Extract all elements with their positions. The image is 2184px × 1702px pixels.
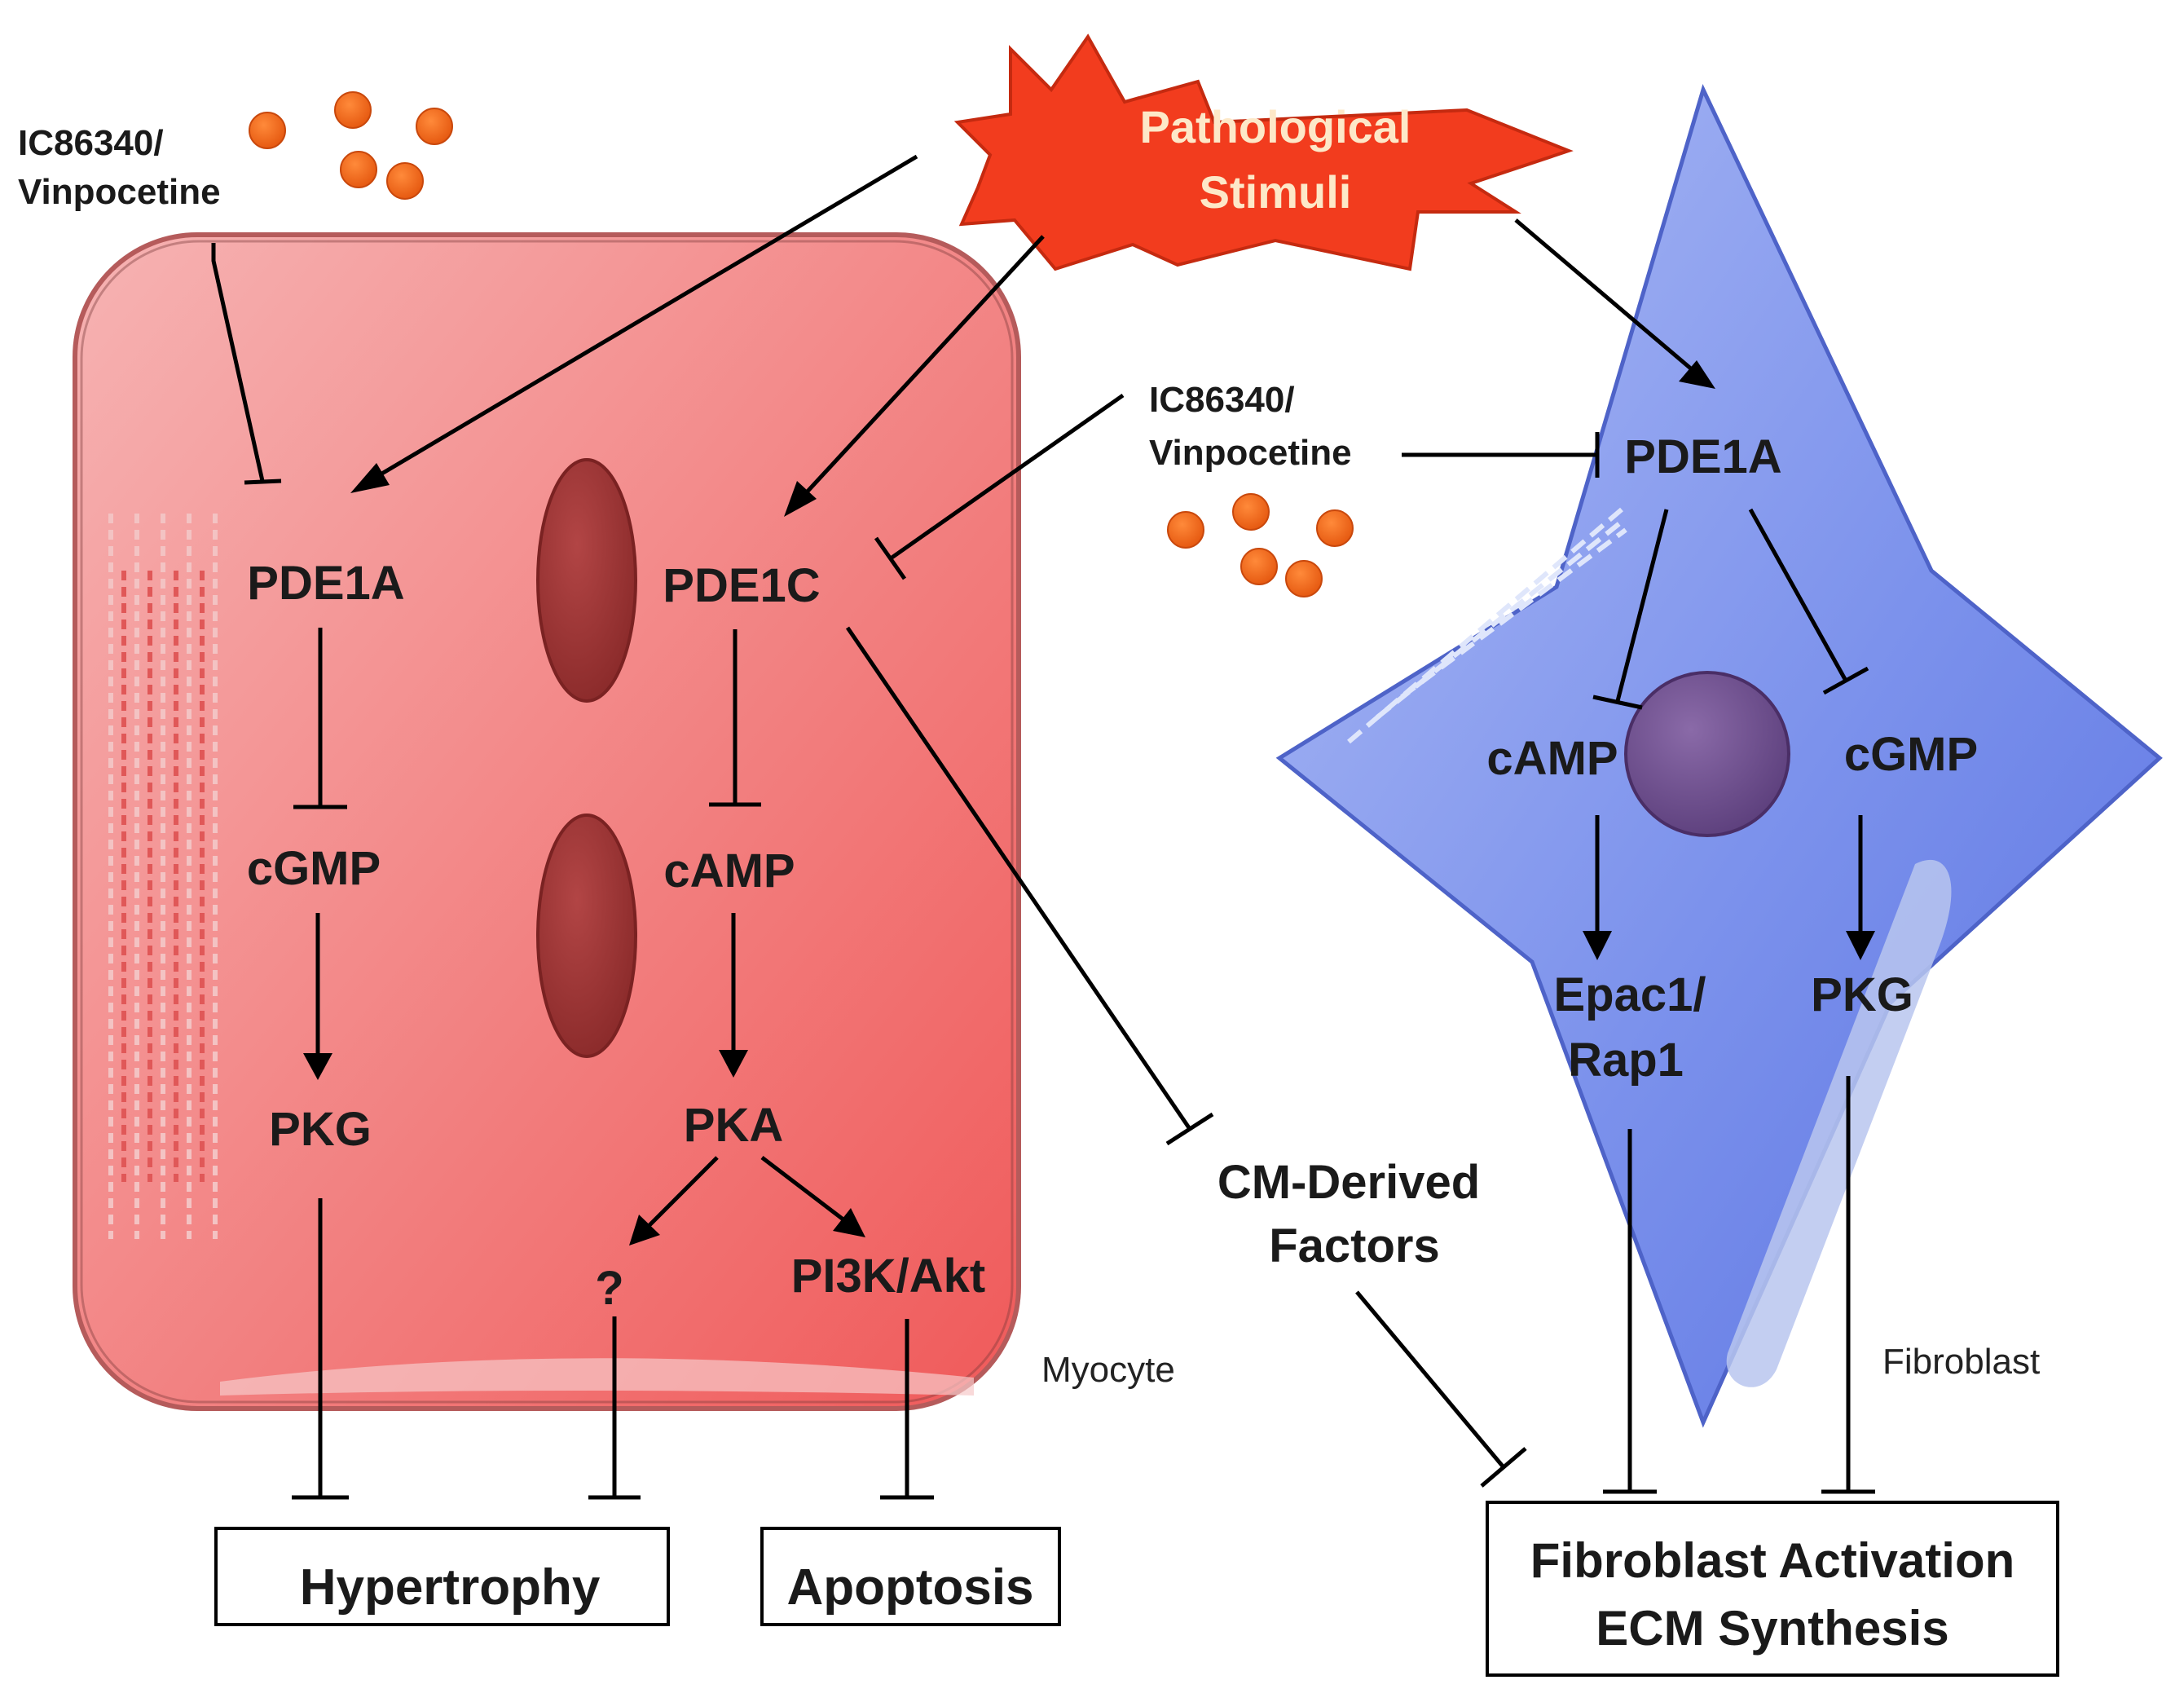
inhibit-fibro-pde1a-to-cgmp — [1748, 508, 1869, 695]
fibroblast-epac-line1: Epac1/ — [1554, 968, 1706, 1021]
drug-dot-icon — [249, 112, 286, 149]
connectors — [211, 154, 1875, 1500]
inhibit-epac-to-fibroblast-activation — [1603, 1129, 1657, 1494]
cm-factors-line2: Factors — [1269, 1219, 1440, 1272]
inhibit-pde1c-to-cm-factors — [845, 626, 1214, 1146]
drug-dot-icon — [334, 91, 372, 129]
drug-dot-icon — [1232, 493, 1270, 531]
arrow-fibro-cgmp-to-pkg — [1846, 815, 1875, 960]
arrow-stimuli-to-pde1c — [784, 235, 1045, 517]
inhibit-pde1a-to-cgmp — [293, 628, 347, 809]
fibroblast-activation-label: Fibroblast Activation — [1530, 1533, 2015, 1588]
sarcomere-stripes — [108, 514, 218, 1239]
inhibit-unknown-to-hypertrophy — [588, 1316, 641, 1500]
inhibit-cm-factors-to-fibroblast-activation — [1355, 1290, 1527, 1488]
drug-dot-icon — [1316, 509, 1354, 547]
inhibit-fibro-pkg-to-fibroblast-activation — [1821, 1076, 1875, 1494]
fibroblast-camp: cAMP — [1486, 732, 1618, 785]
drug-dots-right — [1167, 493, 1354, 597]
fibroblast-cell — [1275, 84, 2163, 1428]
inhibit-pkg-to-hypertrophy — [292, 1198, 349, 1500]
stimulus-burst — [953, 33, 1574, 271]
arrow-fibro-camp-to-epac — [1583, 815, 1612, 960]
inhibitor-right-line1: IC86340/ — [1149, 380, 1295, 420]
myocyte-unknown: ? — [595, 1262, 623, 1315]
drug-dot-icon — [416, 108, 453, 145]
myocyte-nucleus-bottom — [536, 814, 637, 1058]
myocyte-body — [73, 232, 1021, 1411]
fibroblast-activation-box: Fibroblast Activation ECM Synthesis — [1486, 1501, 2059, 1677]
drug-dot-icon — [1285, 560, 1323, 597]
stimulus-line1: Pathological — [1140, 101, 1411, 152]
fibroblast-cell-label: Fibroblast — [1882, 1342, 2040, 1382]
inhibitor-left-line1: IC86340/ — [18, 123, 164, 163]
myocyte-pde1c: PDE1C — [663, 559, 820, 612]
arrow-camp-to-pka — [719, 913, 748, 1078]
inhibit-drug-to-fibroblast-pde1a — [1402, 432, 1600, 478]
cm-factors-line1: CM-Derived — [1217, 1156, 1480, 1209]
myocyte-pka: PKA — [684, 1099, 783, 1152]
myocyte-camp: cAMP — [663, 844, 795, 897]
myocyte-cgmp: cGMP — [247, 842, 381, 895]
inhibit-drug-to-pde1c — [874, 393, 1125, 580]
fibroblast-pkg: PKG — [1811, 968, 1913, 1021]
inhibit-drug-to-myocyte-pde1a — [211, 243, 282, 485]
inhibitor-right-line2: Vinpocetine — [1149, 433, 1352, 473]
arrow-pka-to-pi3k — [760, 1156, 865, 1237]
pathological-stimuli: Pathological Stimuli — [953, 33, 1574, 271]
arrow-stimuli-to-fibroblast-pde1a — [1514, 218, 1715, 389]
fibroblast-stress-fibers — [1347, 507, 1627, 744]
myocyte-nucleus-top — [536, 458, 637, 703]
drug-dot-icon — [1240, 548, 1278, 585]
inhibit-pde1c-to-camp — [709, 629, 761, 807]
myocyte-pi3k-akt: PI3K/Akt — [791, 1250, 986, 1303]
inhibit-fibro-pde1a-to-camp — [1592, 509, 1669, 710]
myocyte-membrane-highlight — [220, 1358, 974, 1396]
drug-dot-icon — [340, 151, 377, 188]
drug-dot-icon — [386, 162, 424, 200]
myocyte-pde1a: PDE1A — [247, 557, 404, 610]
drug-dot-icon — [1167, 511, 1204, 549]
myocyte-cell — [73, 232, 1021, 1411]
fibroblast-pde1a: PDE1A — [1624, 430, 1781, 483]
fibroblast-cgmp: cGMP — [1844, 728, 1978, 781]
arrow-pka-to-unknown — [629, 1156, 719, 1246]
fibroblast-nucleus — [1624, 671, 1790, 837]
arrow-cgmp-to-pkg — [303, 913, 332, 1080]
apoptosis-label: Apoptosis — [786, 1559, 1033, 1616]
arrow-stimuli-to-myocyte-pde1a — [350, 154, 918, 493]
myocyte-cell-label: Myocyte — [1041, 1350, 1175, 1390]
inhibitor-left-line2: Vinpocetine — [18, 172, 221, 212]
fibroblast-epac-line2: Rap1 — [1568, 1034, 1684, 1087]
fibroblast-inner-highlight — [1726, 859, 1952, 1387]
hypertrophy-box: Hypertrophy — [214, 1527, 670, 1626]
stimulus-line2: Stimuli — [1200, 166, 1352, 218]
myocyte-pkg: PKG — [269, 1103, 372, 1156]
apoptosis-box: Apoptosis — [760, 1527, 1061, 1626]
ecm-synthesis-label: ECM Synthesis — [1596, 1601, 1948, 1656]
drug-dots-left — [249, 91, 453, 200]
inhibit-pi3k-to-apoptosis — [880, 1319, 934, 1500]
hypertrophy-label: Hypertrophy — [300, 1559, 601, 1616]
